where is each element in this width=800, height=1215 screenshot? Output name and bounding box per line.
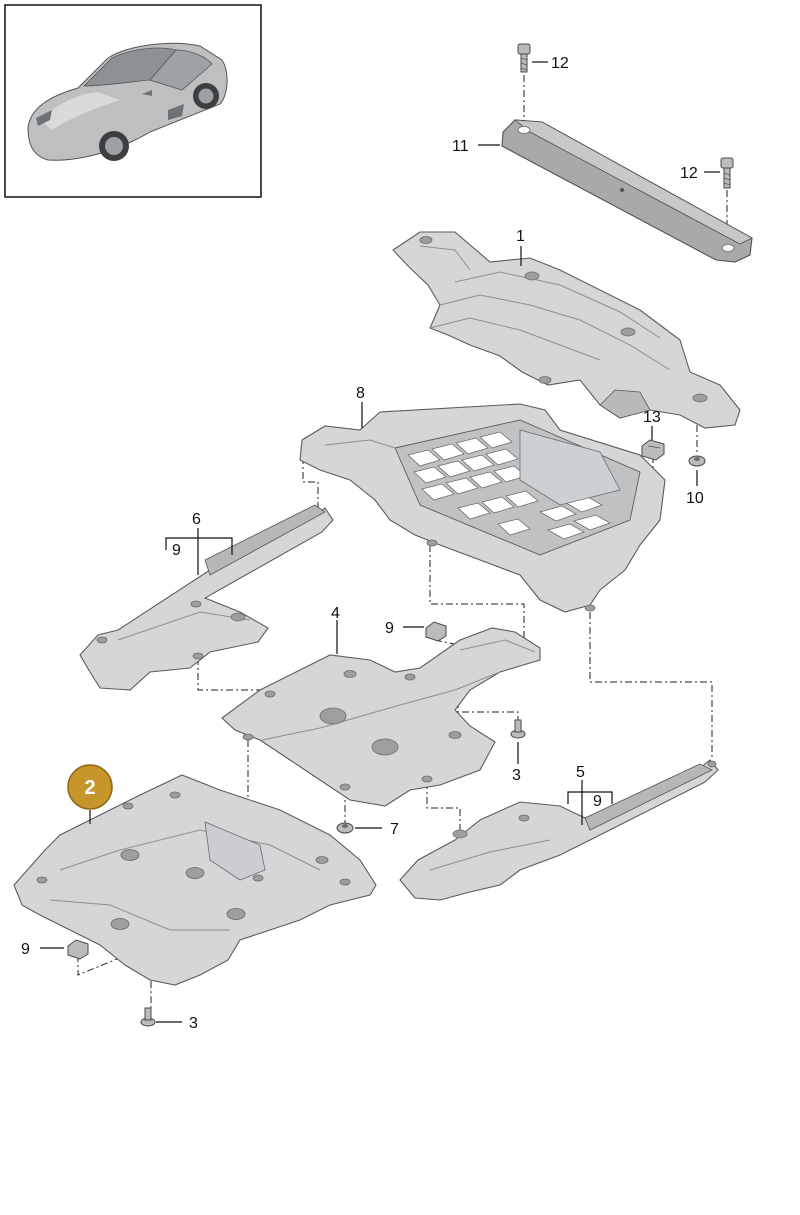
callout-6[interactable]: 6: [192, 511, 201, 528]
clip-9-left[interactable]: [67, 939, 89, 960]
floor-panel-4[interactable]: [221, 627, 541, 807]
callout-4[interactable]: 4: [331, 605, 340, 622]
callout-3-lower[interactable]: 3: [189, 1015, 198, 1032]
callout-labels: 12 11 12 1 8 13 10 6 9 4 9 3 5 9 7 9 3: [21, 55, 704, 1032]
bracket-11[interactable]: [501, 119, 753, 263]
callout-9-part6[interactable]: 9: [172, 542, 181, 559]
callout-8[interactable]: 8: [356, 385, 365, 402]
callout-3-upper[interactable]: 3: [512, 767, 521, 784]
center-panel-8[interactable]: [299, 403, 666, 613]
callout-13[interactable]: 13: [643, 409, 661, 426]
clip-9-upper[interactable]: [425, 621, 447, 642]
callout-11[interactable]: 11: [452, 138, 469, 155]
callout-7[interactable]: 7: [390, 821, 399, 838]
side-panel-6[interactable]: [79, 504, 334, 691]
front-panel-2[interactable]: [13, 774, 377, 986]
callout-12-upper[interactable]: 12: [551, 55, 569, 72]
bolt-12-right[interactable]: [720, 157, 734, 189]
grille-slots: [407, 431, 611, 540]
callout-2-badge[interactable]: 2: [67, 764, 113, 810]
fastener-3-upper[interactable]: [510, 719, 526, 739]
nut-7[interactable]: [336, 822, 354, 834]
bolt-12-upper[interactable]: [517, 43, 531, 73]
callout-5[interactable]: 5: [576, 764, 585, 781]
callout-9-upper[interactable]: 9: [385, 620, 394, 637]
callout-leaders: [40, 61, 720, 1023]
nut-10[interactable]: [688, 455, 706, 467]
side-panel-5[interactable]: [399, 759, 719, 901]
car-thumbnail-icon: [27, 42, 228, 161]
vehicle-thumbnail[interactable]: [4, 4, 262, 198]
callout-10[interactable]: 10: [686, 490, 704, 507]
fastener-3-lower[interactable]: [140, 1007, 156, 1027]
heat-shield-1[interactable]: [392, 231, 741, 429]
callout-9-part5[interactable]: 9: [593, 793, 602, 810]
clip-13[interactable]: [641, 439, 665, 461]
callout-1[interactable]: 1: [516, 228, 525, 245]
callout-2: 2: [84, 777, 95, 799]
callout-9-left[interactable]: 9: [21, 941, 30, 958]
callout-12-right[interactable]: 12: [680, 165, 698, 182]
